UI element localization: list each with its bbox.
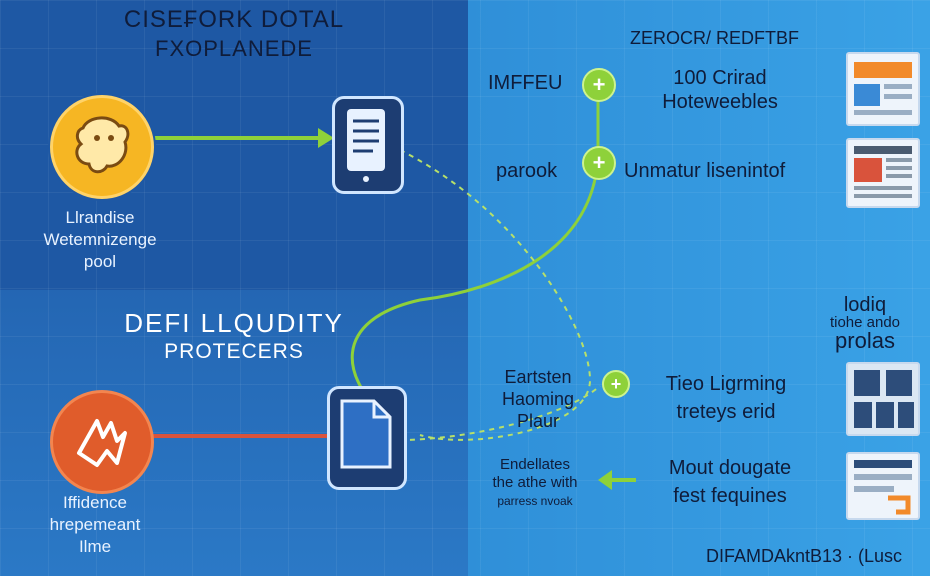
bottom-circle-label: Iffidence hrepemeant Ilme xyxy=(10,492,180,558)
row4-thumbnail xyxy=(846,452,920,520)
document-device-icon xyxy=(340,399,392,469)
side-label-line-3: prolas xyxy=(835,328,895,353)
row1-thumbnail xyxy=(846,52,920,126)
row4-right-line-1: Mout dougate xyxy=(668,457,792,479)
top-label-line-3: pool xyxy=(83,252,117,271)
bottom-label-line-1: Iffidence xyxy=(63,493,127,512)
dashed-curve-2 xyxy=(399,385,601,441)
row1-right-label: 100 Crirad Hoteweebles xyxy=(640,66,800,114)
row3-right-line-1: Tieo Ligrming xyxy=(665,373,787,395)
row4-right-line-2: fest fequines xyxy=(673,485,787,507)
section-title-line-2: PROTECERS xyxy=(164,340,304,363)
side-label-line-1: lodiq xyxy=(843,294,887,316)
right-header: ZEROCR/ REDFTBF xyxy=(630,28,799,48)
top-label-line-1: Llrandise xyxy=(65,208,135,227)
row2-left-label: parook xyxy=(496,160,558,182)
green-arrowhead xyxy=(318,128,334,148)
row3-plus-icon: + xyxy=(602,370,630,398)
row4-right-label: Mout dougate fest fequines xyxy=(640,454,820,510)
phone-device xyxy=(332,96,404,194)
row3-left-line-2: Haoming xyxy=(501,389,575,409)
top-label-line-2: Wetemnizenge xyxy=(43,230,157,249)
section-title-line-1: DEFI LLQUDITY xyxy=(124,308,344,338)
character-circle xyxy=(50,95,154,199)
title-line-2: FXOPLANEDE xyxy=(155,36,313,61)
footer-text: DIFAMDAkntB13 · (Lusc xyxy=(706,546,903,566)
row3-left-label: Eartsten Haoming Plaur xyxy=(478,366,598,432)
bottom-label-line-3: Ilme xyxy=(78,537,112,556)
row4-left-line-1: Endellates xyxy=(499,456,571,473)
row1-left-label: IMFFEU xyxy=(488,72,563,94)
row4-left-line-2: the athe with xyxy=(492,474,578,491)
newspaper-icon xyxy=(854,146,912,198)
top-circle-label: Llrandise Wetemnizenge pool xyxy=(20,207,180,273)
side-label: lodiq tiohe ando prolas xyxy=(800,294,930,353)
document-device xyxy=(327,386,407,490)
row2-plus-icon: + xyxy=(582,146,616,180)
side-label-line-2: tiohe ando xyxy=(829,314,901,331)
title-line-1: CISE₣ORK DOTAL xyxy=(123,6,345,33)
bottom-label-line-2: hrepemeant xyxy=(49,515,141,534)
row1-right-line-2: Hoteweebles xyxy=(662,91,778,113)
dashed-curve-1 xyxy=(399,149,592,441)
row3-left-line-3: Plaur xyxy=(516,411,560,431)
document-image-icon xyxy=(854,62,912,115)
form-document-icon xyxy=(854,460,912,515)
green-curve xyxy=(350,100,600,422)
cartoon-character-icon xyxy=(75,116,130,174)
return-arrowhead xyxy=(598,470,612,490)
row3-left-line-1: Eartsten xyxy=(504,367,572,387)
products-grid-icon xyxy=(854,370,914,428)
row4-left-label: Endellates the athe with parress nvoak xyxy=(470,456,600,510)
row3-thumbnail xyxy=(846,362,920,436)
row1-plus-icon: + xyxy=(582,68,616,102)
row4-left-line-3: parress nvoak xyxy=(497,494,573,508)
lightning-hand-icon xyxy=(77,419,127,467)
row2-right-label: Unmatur lisenintof xyxy=(624,160,786,182)
row1-right-line-1: 100 Crirad xyxy=(673,67,767,89)
row2-thumbnail xyxy=(846,138,920,208)
row3-right-line-2: treteys erid xyxy=(676,401,776,423)
lightning-circle xyxy=(50,390,154,494)
row3-right-label: Tieo Ligrming treteys erid xyxy=(636,370,816,426)
phone-document-icon xyxy=(347,109,385,182)
